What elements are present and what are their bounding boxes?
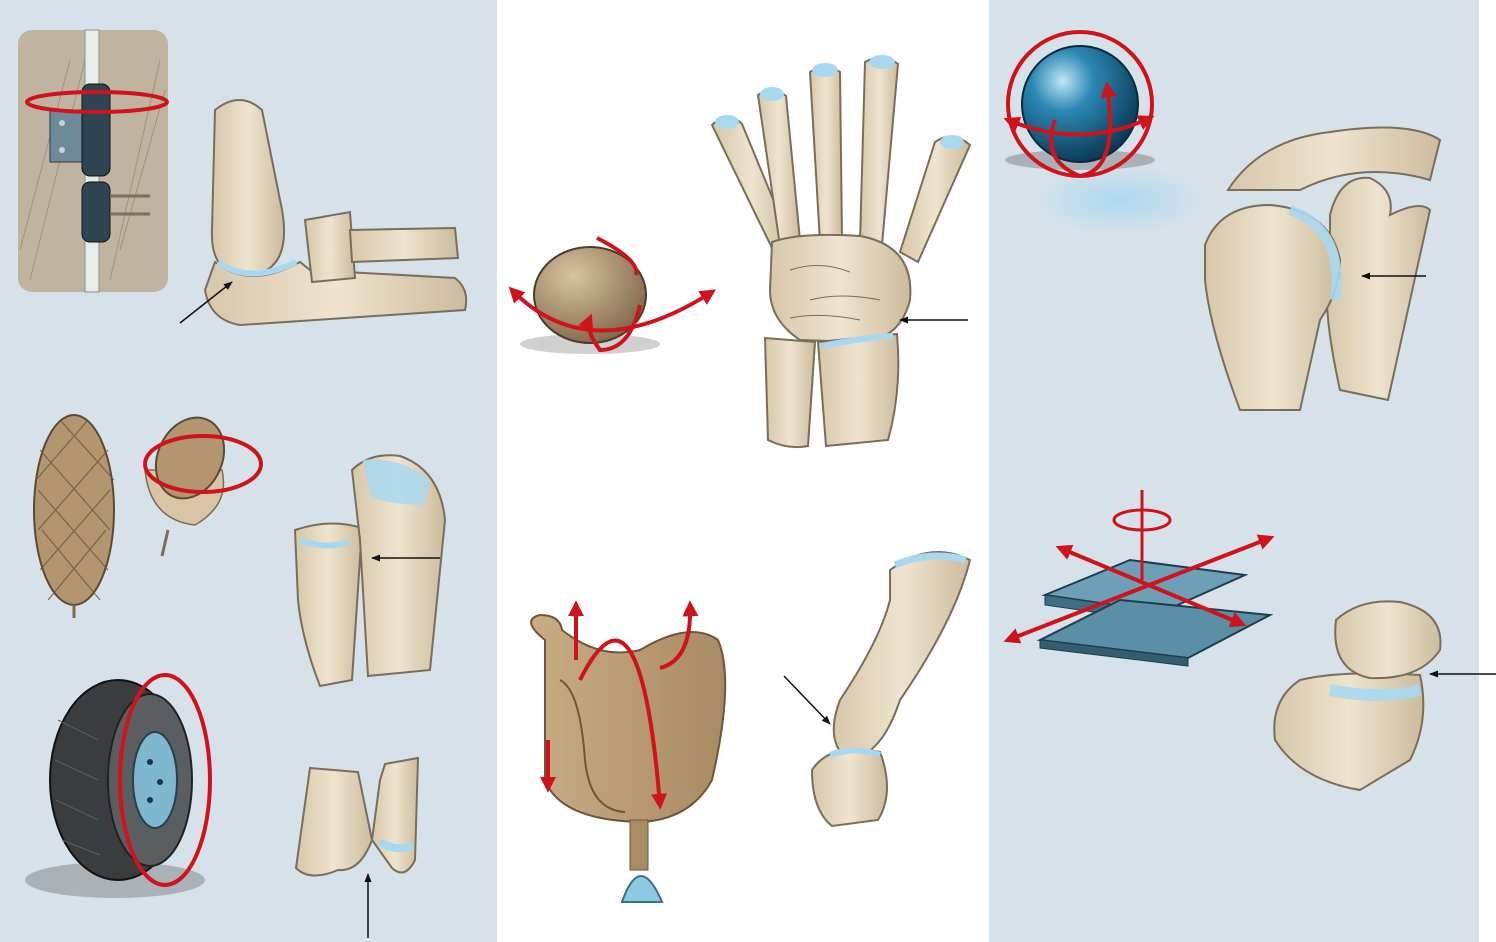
tire-icon	[25, 673, 212, 898]
elbow-joint-icon	[179, 99, 468, 327]
right-margin	[1479, 0, 1496, 942]
radioulnar-joint-icon	[293, 454, 447, 688]
saddle-icon	[530, 600, 727, 903]
thumb-carpometacarpal-icon	[783, 551, 972, 828]
wrist-hand-bones-icon	[710, 55, 972, 449]
door-hinge-icon	[18, 29, 169, 293]
gliding-joint-icon	[1273, 600, 1496, 792]
acorn-icon	[33, 414, 263, 618]
ball-icon	[1003, 30, 1205, 235]
shoulder-joint-icon	[1204, 126, 1442, 411]
egg-icon	[508, 236, 717, 354]
sliding-plates-icon	[1003, 490, 1275, 667]
distal-tibiofibular-icon	[294, 756, 420, 938]
